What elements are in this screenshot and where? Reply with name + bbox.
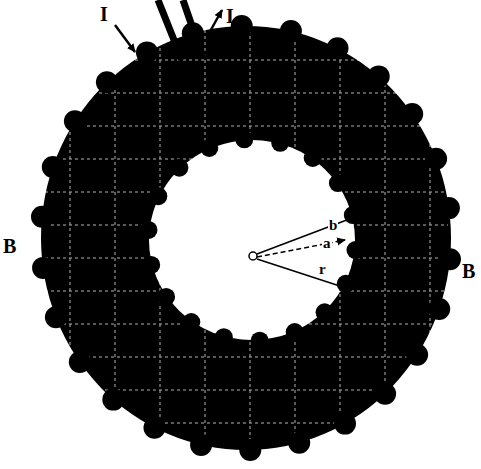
current-label: I	[226, 6, 234, 26]
toroid-core	[41, 26, 451, 450]
toroid-hole	[149, 140, 355, 340]
field-label: B	[3, 236, 16, 256]
field-label: B	[462, 261, 475, 281]
radius-label: b	[328, 218, 338, 233]
radius-label: r	[318, 262, 327, 277]
winding-dots	[31, 15, 461, 461]
current-arrows	[115, 10, 222, 52]
radius-lines	[249, 218, 352, 290]
lead-wires	[158, 0, 203, 60]
grid-lines	[45, 30, 448, 445]
radius-label: a	[322, 236, 332, 251]
current-label: I	[100, 4, 108, 24]
inner-winding-dots	[140, 130, 365, 349]
